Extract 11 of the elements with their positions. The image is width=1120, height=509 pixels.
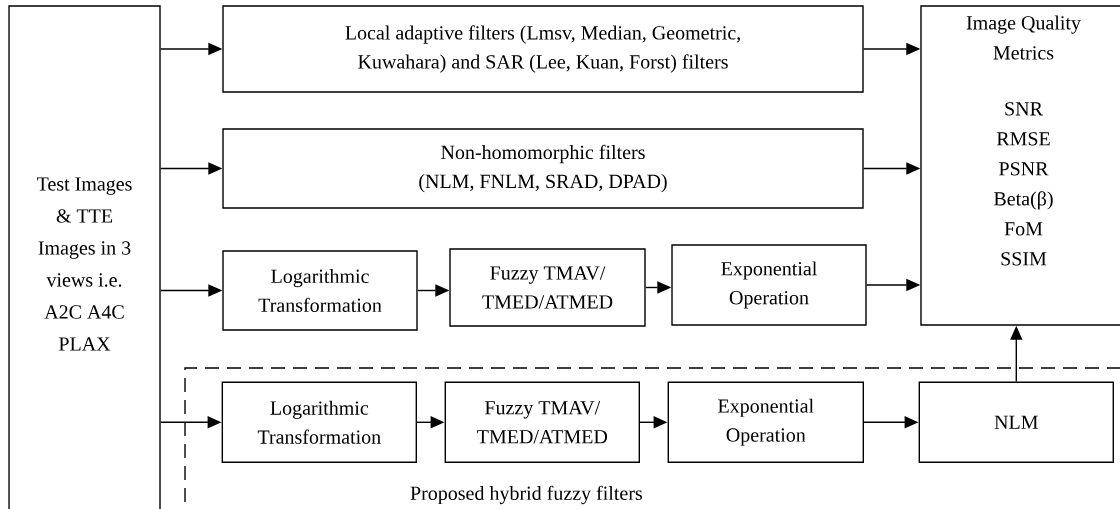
process-box: Exponential Operation: [671, 244, 867, 326]
process-box: Fuzzy TMAV/ TMED/ATMED: [444, 381, 640, 463]
process-box: NLM: [918, 381, 1114, 463]
filter-box: Non-homomorphic filters (NLM, FNLM, SRAD, DPAD): [222, 128, 864, 209]
process-box: Logarithmic Transformation: [222, 250, 418, 331]
input-box: Test Images & TTE Images in 3 views i.e. A2C A4C PLAX: [8, 5, 161, 509]
process-box: Fuzzy TMAV/ TMED/ATMED: [449, 248, 646, 327]
filter-box: Local adaptive filters (Lmsv, Median, Geometric, Kuwahara) and SAR (Lee, Kuan, Forst) filters: [222, 5, 864, 93]
process-box: Exponential Operation: [667, 381, 864, 463]
process-box: Logarithmic Transformation: [221, 381, 417, 463]
metrics-box: Image Quality Metrics SNR RMSE PSNR Beta(β) FoM SSIM: [920, 5, 1120, 326]
